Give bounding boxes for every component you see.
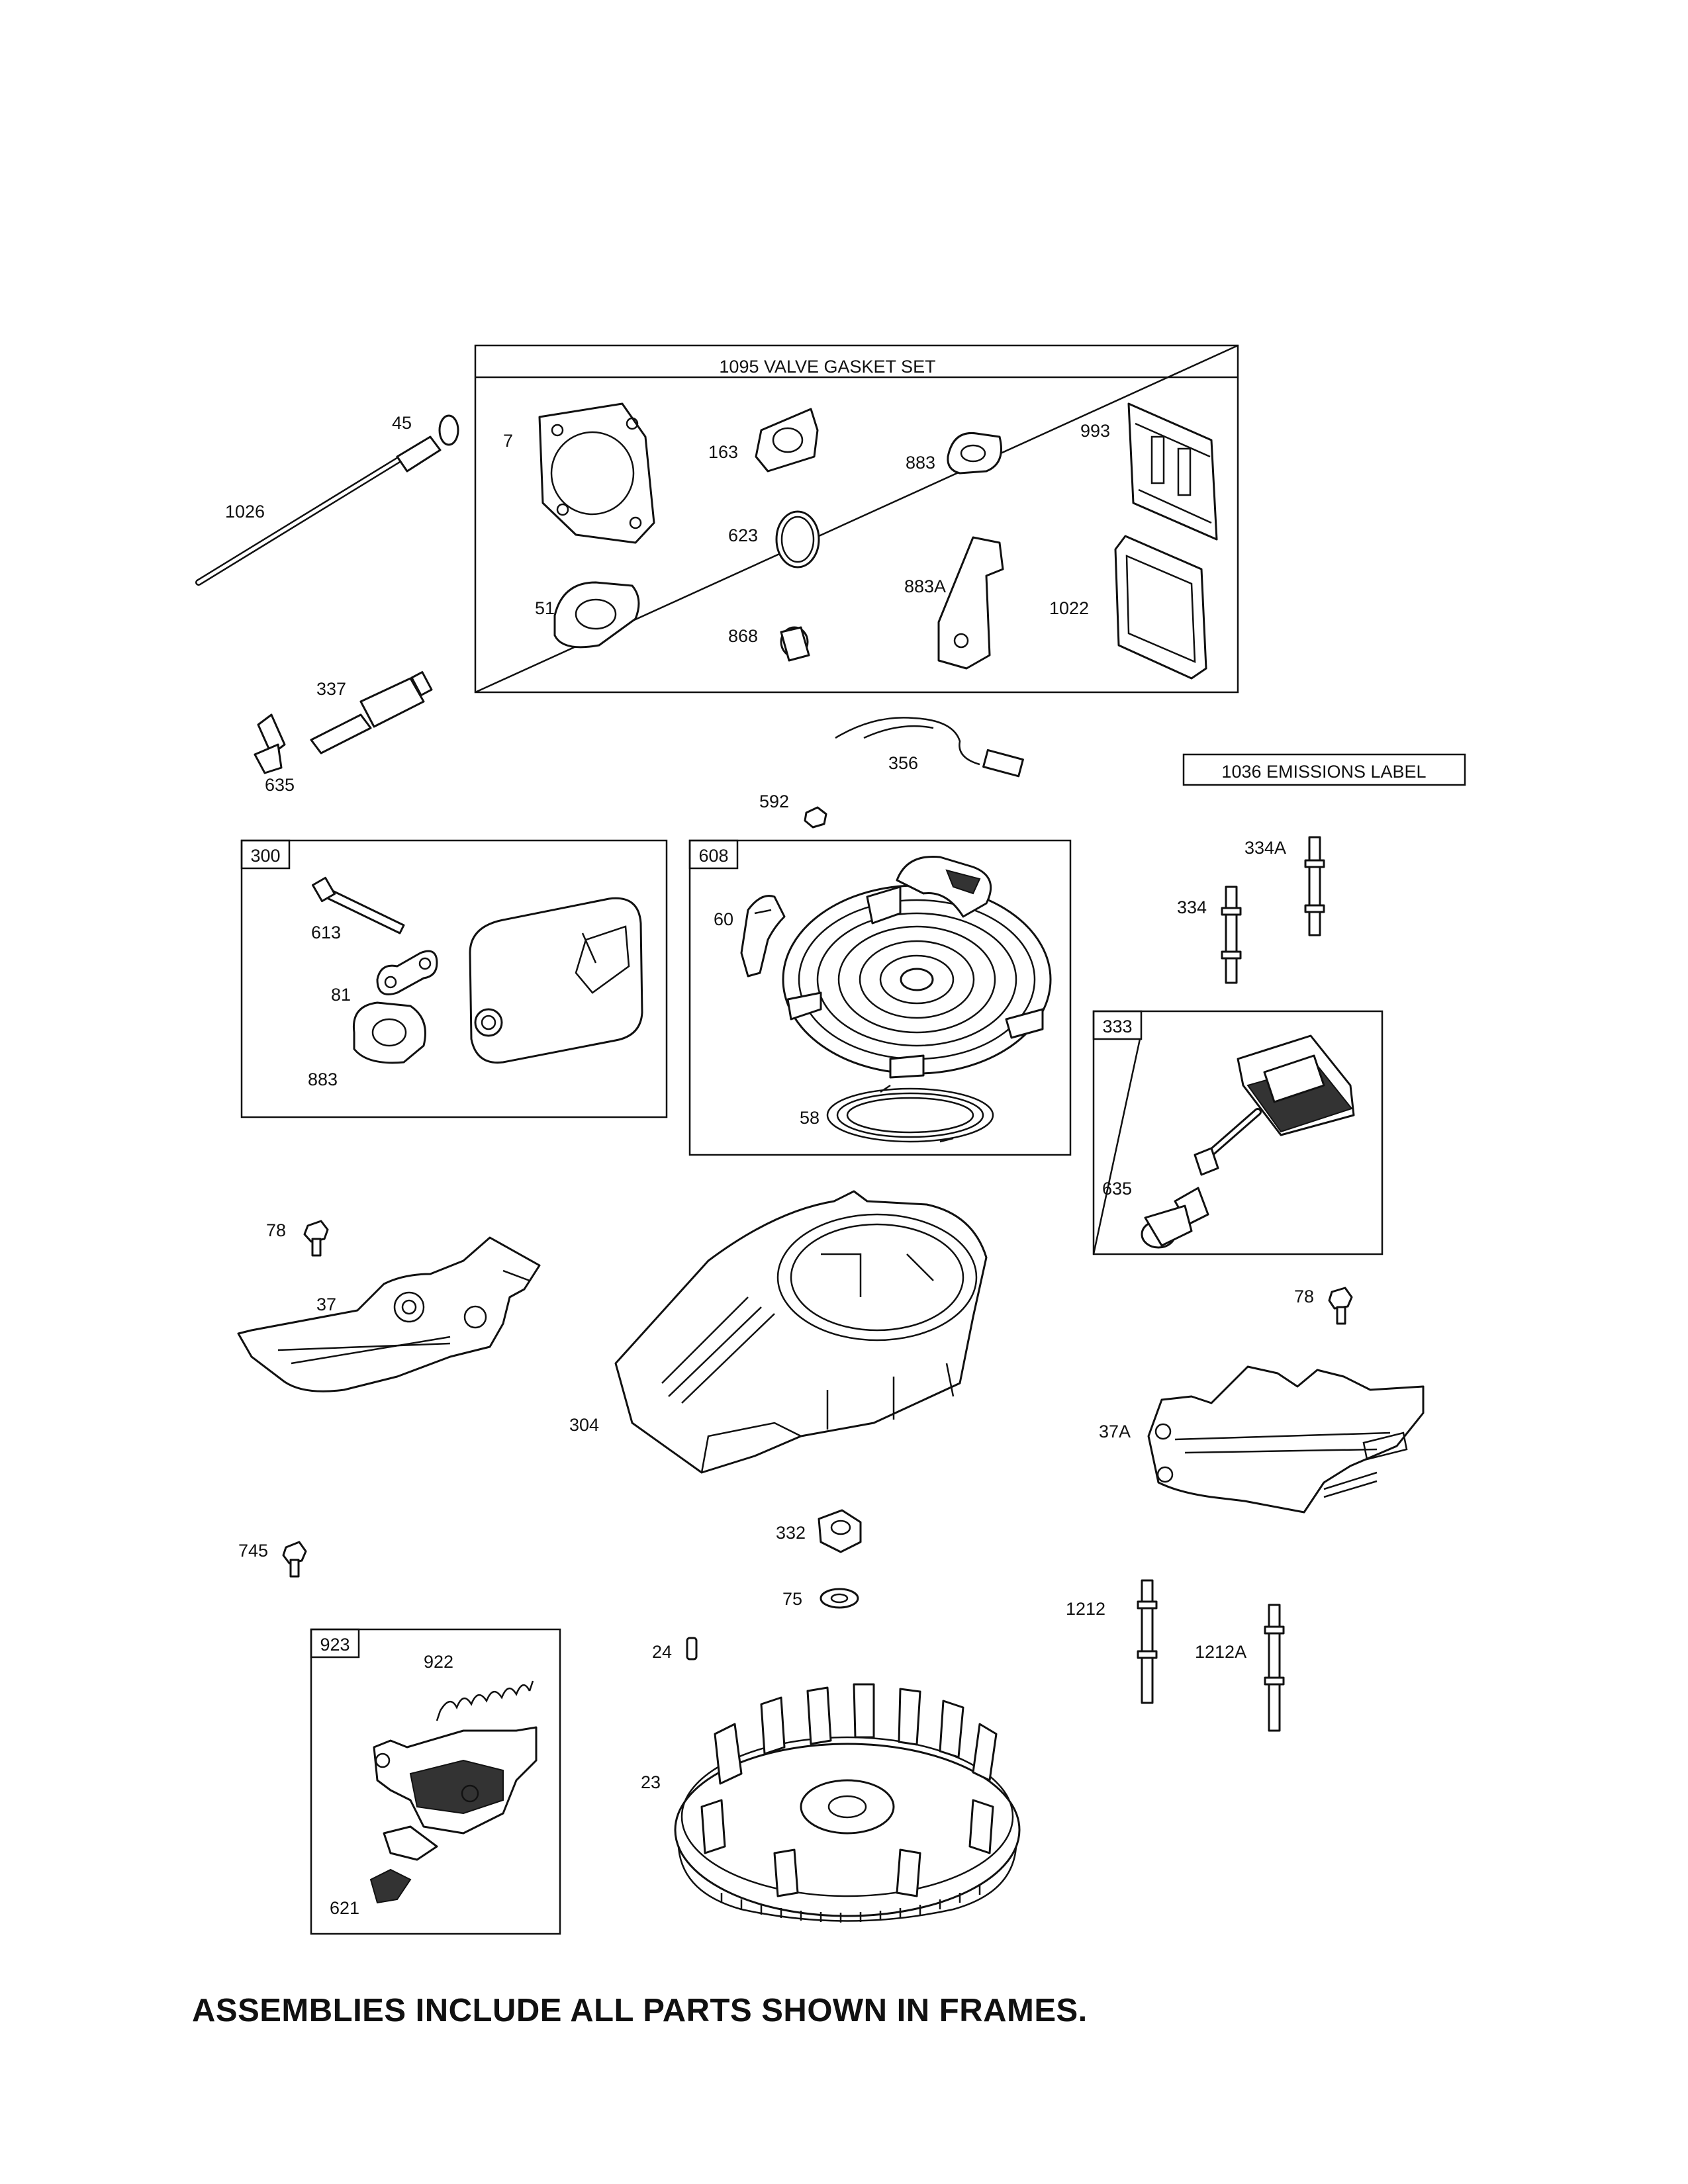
emissions-label-frame: 1036 EMISSIONS LABEL xyxy=(1182,753,1466,786)
stud-334 xyxy=(1221,886,1242,984)
wire-356 xyxy=(835,717,1024,778)
footer-note: ASSEMBLIES INCLUDE ALL PARTS SHOWN IN FR… xyxy=(192,1993,1088,2028)
label-1022: 1022 xyxy=(1049,598,1089,618)
gasket-1022 xyxy=(1114,535,1207,680)
gasket-883 xyxy=(947,432,1002,475)
starter-housing xyxy=(782,884,1052,1079)
label-60: 60 xyxy=(714,909,733,929)
clip-621 xyxy=(369,1868,412,1904)
label-745: 745 xyxy=(238,1541,268,1561)
bolt-78-left xyxy=(303,1220,329,1257)
label-78-left: 78 xyxy=(266,1220,286,1240)
label-7: 7 xyxy=(503,431,513,451)
label-993: 993 xyxy=(1080,421,1110,441)
starter-handle-60 xyxy=(740,895,786,978)
cylinder-shield-37 xyxy=(237,1236,541,1392)
label-24: 24 xyxy=(652,1642,672,1662)
gasket-51 xyxy=(553,581,640,649)
valve-gasket-set-title: 1095 VALVE GASKET SET xyxy=(719,357,935,377)
muffler-frame-300: 300 xyxy=(240,839,668,1118)
label-922: 922 xyxy=(424,1652,453,1672)
label-1026: 1026 xyxy=(225,502,265,522)
label-37: 37 xyxy=(316,1295,336,1314)
nut-332 xyxy=(818,1509,862,1553)
label-635-b: 635 xyxy=(1102,1179,1132,1199)
nut-592 xyxy=(804,806,827,829)
key-24 xyxy=(686,1637,698,1661)
emissions-label-title: 1036 EMISSIONS LABEL xyxy=(1221,762,1426,782)
flywheel-23 xyxy=(674,1683,1021,1923)
label-883a: 883A xyxy=(904,576,946,596)
label-883-mid: 883 xyxy=(308,1069,338,1089)
label-334: 334 xyxy=(1177,897,1207,917)
dipstick-45 xyxy=(396,414,459,473)
stud-1212a xyxy=(1264,1604,1285,1732)
label-75: 75 xyxy=(782,1589,802,1609)
gasket-883a xyxy=(937,536,1004,670)
label-621: 621 xyxy=(330,1898,359,1918)
label-635-a: 635 xyxy=(265,775,295,795)
gasket-993 xyxy=(1127,402,1218,541)
head-gasket-7 xyxy=(538,402,655,544)
label-883-top: 883 xyxy=(906,453,935,473)
label-81: 81 xyxy=(331,985,351,1005)
label-592: 592 xyxy=(759,792,789,811)
bolt-745 xyxy=(282,1541,307,1578)
label-1212a: 1212A xyxy=(1195,1642,1246,1662)
label-37a: 37A xyxy=(1099,1422,1131,1441)
rewind-starter-frame-608: 608 xyxy=(688,839,1072,1156)
label-332: 332 xyxy=(776,1523,806,1543)
stud-1212 xyxy=(1137,1579,1158,1704)
lock-plate-81 xyxy=(376,950,438,995)
label-1212: 1212 xyxy=(1066,1599,1105,1619)
ignition-armature xyxy=(1194,1034,1355,1176)
label-58: 58 xyxy=(800,1108,820,1128)
spark-plug-boot-635 xyxy=(254,713,286,774)
stud-334a xyxy=(1304,836,1325,936)
spark-plug-337 xyxy=(310,671,433,754)
spring-58 xyxy=(826,1084,994,1143)
bolt-78-right xyxy=(1328,1287,1353,1325)
frame-300-id: 300 xyxy=(250,846,280,866)
governor-frame-923: 923 xyxy=(310,1628,561,1935)
o-ring-623 xyxy=(775,510,820,569)
gasket-163 xyxy=(755,408,819,473)
label-868: 868 xyxy=(728,626,758,646)
muffler-body xyxy=(469,897,643,1064)
spark-plug-boot-635-armature xyxy=(1141,1187,1209,1249)
cylinder-shield-37a xyxy=(1147,1365,1425,1514)
armature-frame-333: 333 xyxy=(1092,1010,1383,1255)
bolt-613 xyxy=(311,876,405,934)
label-45: 45 xyxy=(392,413,412,433)
label-356: 356 xyxy=(888,753,918,773)
starter-grip xyxy=(896,855,992,918)
label-337: 337 xyxy=(316,679,346,699)
label-623: 623 xyxy=(728,525,758,545)
label-163: 163 xyxy=(708,442,738,462)
washer-75 xyxy=(820,1588,859,1609)
label-78-right: 78 xyxy=(1294,1287,1314,1306)
governor-assembly xyxy=(373,1726,538,1861)
frame-333-id: 333 xyxy=(1102,1017,1132,1036)
dipstick-tube-1026 xyxy=(195,453,407,586)
gasket-883-muffler xyxy=(352,1001,426,1064)
label-23: 23 xyxy=(641,1772,661,1792)
label-334a: 334A xyxy=(1244,838,1286,858)
frame-608-id: 608 xyxy=(698,846,728,866)
valve-seal-868 xyxy=(780,626,810,662)
label-613: 613 xyxy=(311,923,341,942)
spring-922 xyxy=(436,1680,534,1721)
blower-housing-304 xyxy=(614,1190,988,1474)
label-304: 304 xyxy=(569,1415,599,1435)
label-51: 51 xyxy=(535,598,555,618)
frame-923-id: 923 xyxy=(320,1635,350,1655)
